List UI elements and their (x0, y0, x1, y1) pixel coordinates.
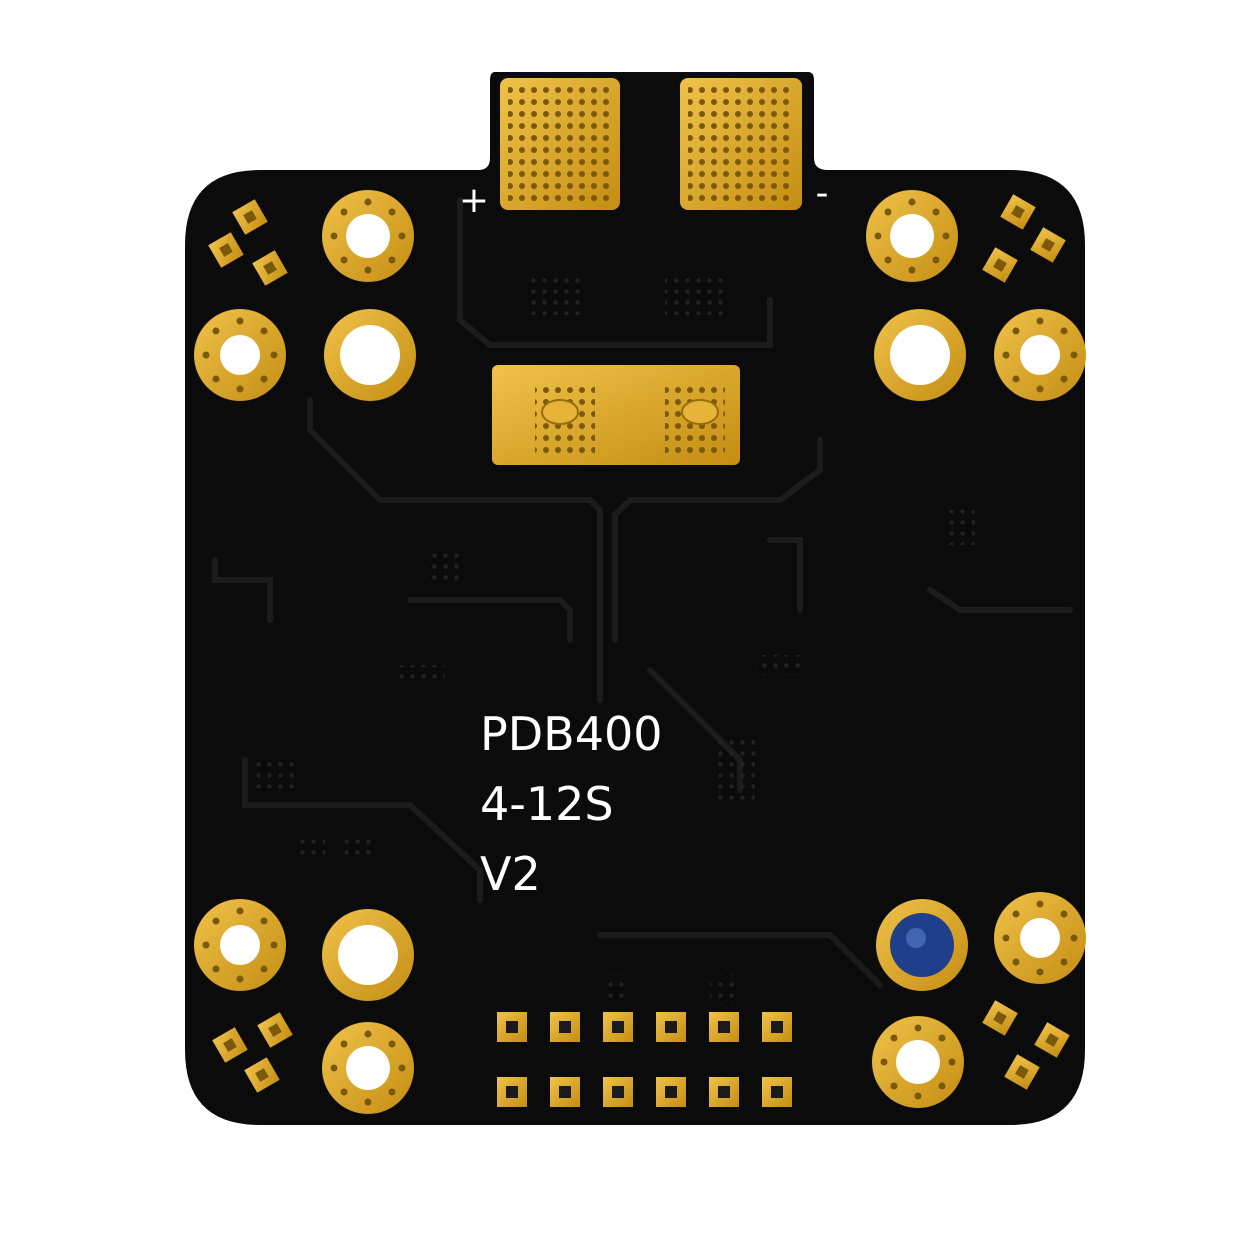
signal-pad-icon (550, 1012, 580, 1042)
capacitor-icon (876, 899, 968, 991)
mounting-hole-icon (874, 309, 966, 401)
motor-pad-icon (994, 309, 1086, 401)
motor-pad-icon (994, 892, 1086, 984)
signal-pads (497, 1012, 792, 1107)
signal-pad-icon (656, 1077, 686, 1107)
signal-pad-icon (762, 1012, 792, 1042)
mounting-hole-icon (322, 909, 414, 1001)
motor-pad-icon (866, 190, 958, 282)
mounting-hole-icon (324, 309, 416, 401)
motor-pad-icon (194, 309, 286, 401)
motor-pad-icon (872, 1016, 964, 1108)
signal-pad-icon (656, 1012, 686, 1042)
minus-mark: - (816, 173, 829, 214)
board-model-label: PDB400 (480, 707, 663, 761)
motor-pad-icon (322, 190, 414, 282)
shunt-pad (492, 365, 740, 465)
battery-pad-negative (680, 78, 802, 210)
motor-pad-icon (194, 899, 286, 991)
plus-mark: + (459, 180, 489, 221)
board-voltage-label: 4-12S (480, 777, 614, 831)
via-clusters (250, 275, 975, 1005)
corner-pads (208, 194, 1070, 1093)
signal-pad-icon (709, 1077, 739, 1107)
board-traces (212, 197, 1073, 988)
signal-pad-icon (603, 1077, 633, 1107)
mounting-holes (322, 309, 968, 1001)
board-version-label: V2 (480, 847, 541, 901)
motor-pad-icon (322, 1022, 414, 1114)
signal-pad-icon (497, 1012, 527, 1042)
signal-pad-icon (603, 1012, 633, 1042)
signal-pad-icon (497, 1077, 527, 1107)
signal-pad-icon (550, 1077, 580, 1107)
signal-pad-icon (709, 1012, 739, 1042)
signal-pad-icon (762, 1077, 792, 1107)
motor-pads (194, 190, 1086, 1114)
battery-pad-positive (500, 78, 620, 210)
